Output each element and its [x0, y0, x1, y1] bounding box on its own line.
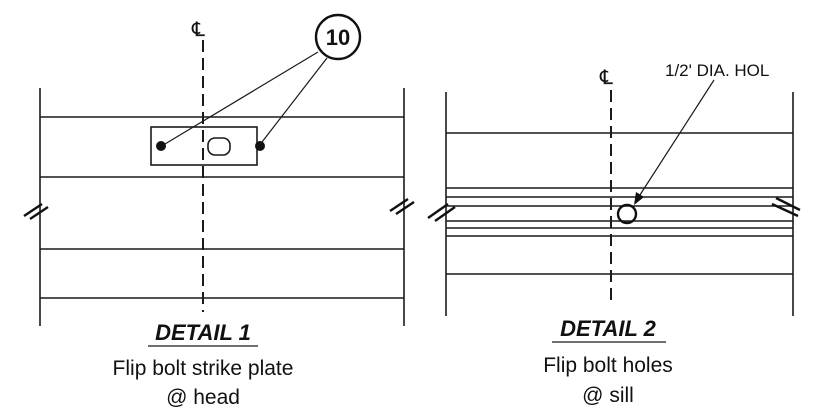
keynote-number: 10 [326, 25, 350, 50]
detail-2-centerline-symbol: ℄ [599, 67, 613, 89]
keynote-leader-left [164, 51, 319, 145]
detail-2-break-left [427, 203, 456, 222]
detail-1-title: DETAIL 1 [155, 320, 251, 345]
detail-1-centerline-symbol: ℄ [191, 19, 205, 41]
hole-callout-text: 1/2' DIA. HOL [665, 61, 769, 80]
detail-2-break-right [771, 196, 801, 218]
strike-plate-screw-left [156, 141, 166, 151]
detail-1-caption-line-2: @ head [166, 386, 240, 409]
strike-plate-screw-right [255, 141, 265, 151]
hole-callout-leader [637, 79, 715, 199]
keynote-bubble [314, 13, 362, 61]
detail-1-caption-line-1: Flip bolt strike plate [113, 357, 294, 380]
detail-2-title: DETAIL 2 [560, 316, 657, 341]
detail-2-caption-line-1: Flip bolt holes [543, 354, 673, 377]
detail-2: ℄ 1/2' DIA. HOL DETAIL 2 Flip bolt holes… [427, 61, 801, 407]
strike-plate-slot [207, 137, 231, 156]
detail-1: ℄ 10 DETAIL 1 Flip bolt strike plate @ h… [23, 13, 415, 409]
detail-2-caption-line-2: @ sill [582, 384, 634, 407]
detail-1-break-left [23, 203, 49, 220]
keynote-leader-right [261, 57, 328, 143]
flip-bolt-hole [616, 203, 638, 225]
detail-1-break-right [389, 198, 415, 215]
hole-callout-arrowhead [634, 192, 644, 205]
